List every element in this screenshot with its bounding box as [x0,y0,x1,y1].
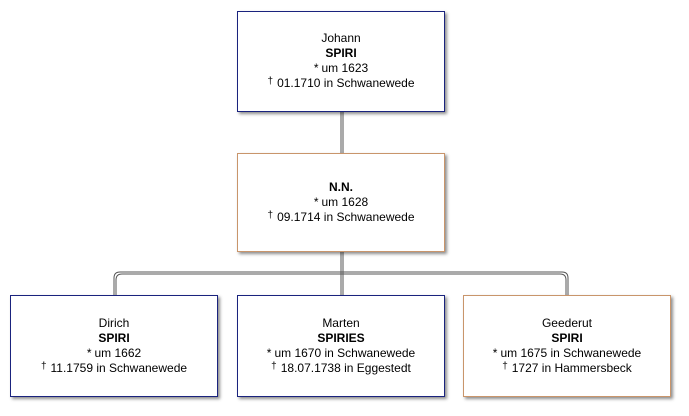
death-line: †09.1714 in Schwanewede [268,210,415,226]
death-text: 18.07.1738 in Eggestedt [280,360,411,375]
death-text: 11.1759 in Schwanewede [50,360,188,375]
birth-icon: * [266,345,272,360]
birth-line: *um 1623 [314,61,368,76]
birth-text: um 1675 in Schwanewede [500,345,642,360]
birth-text: um 1623 [321,61,369,75]
death-cross-icon: † [271,360,277,372]
birth-text: um 1670 in Schwanewede [274,345,416,360]
death-line: †18.07.1738 in Eggestedt [271,361,411,377]
birth-line: *um 1675 in Schwanewede [493,346,641,361]
birth-icon: * [492,345,498,360]
surname: SPIRIES [317,330,365,345]
death-line: †1727 in Hammersbeck [502,361,632,377]
birth-text: um 1628 [321,194,369,209]
person-card-nn[interactable]: N.N. *um 1628 †09.1714 in Schwanewede [237,153,445,252]
death-cross-icon: † [267,76,274,87]
birth-text: um 1662 [94,345,142,360]
death-line: †11.1759 in Schwanewede [41,361,187,377]
surname: SPIRI [551,330,583,345]
given-name: Johann [321,31,361,45]
death-cross-icon: † [40,360,47,372]
birth-icon: * [313,61,319,75]
surname: SPIRI [325,46,357,60]
birth-line: *um 1670 in Schwanewede [267,346,415,361]
death-text: 09.1714 in Schwanewede [277,209,415,224]
death-line: †01.1710 in Schwanewede [268,76,415,92]
person-card-geederut[interactable]: Geederut SPIRI *um 1675 in Schwanewede †… [463,295,671,397]
birth-icon: * [313,194,319,209]
person-card-marten[interactable]: Marten SPIRIES *um 1670 in Schwanewede †… [237,295,445,397]
death-text: 1727 in Hammersbeck [511,360,632,375]
birth-line: *um 1628 [314,195,368,210]
death-cross-icon: † [267,209,274,221]
death-text: 01.1710 in Schwanewede [277,76,415,90]
surname: N.N. [329,179,353,194]
surname: SPIRI [98,330,130,345]
given-name: Dirich [98,315,130,330]
death-cross-icon: † [502,360,508,372]
person-card-johann[interactable]: Johann SPIRI *um 1623 †01.1710 in Schwan… [237,11,445,112]
given-name: Marten [322,315,360,330]
given-name: Geederut [541,315,593,330]
person-card-dirich[interactable]: Dirich SPIRI *um 1662 †11.1759 in Schwan… [10,295,218,397]
birth-line: *um 1662 [87,346,141,361]
birth-icon: * [86,345,92,360]
